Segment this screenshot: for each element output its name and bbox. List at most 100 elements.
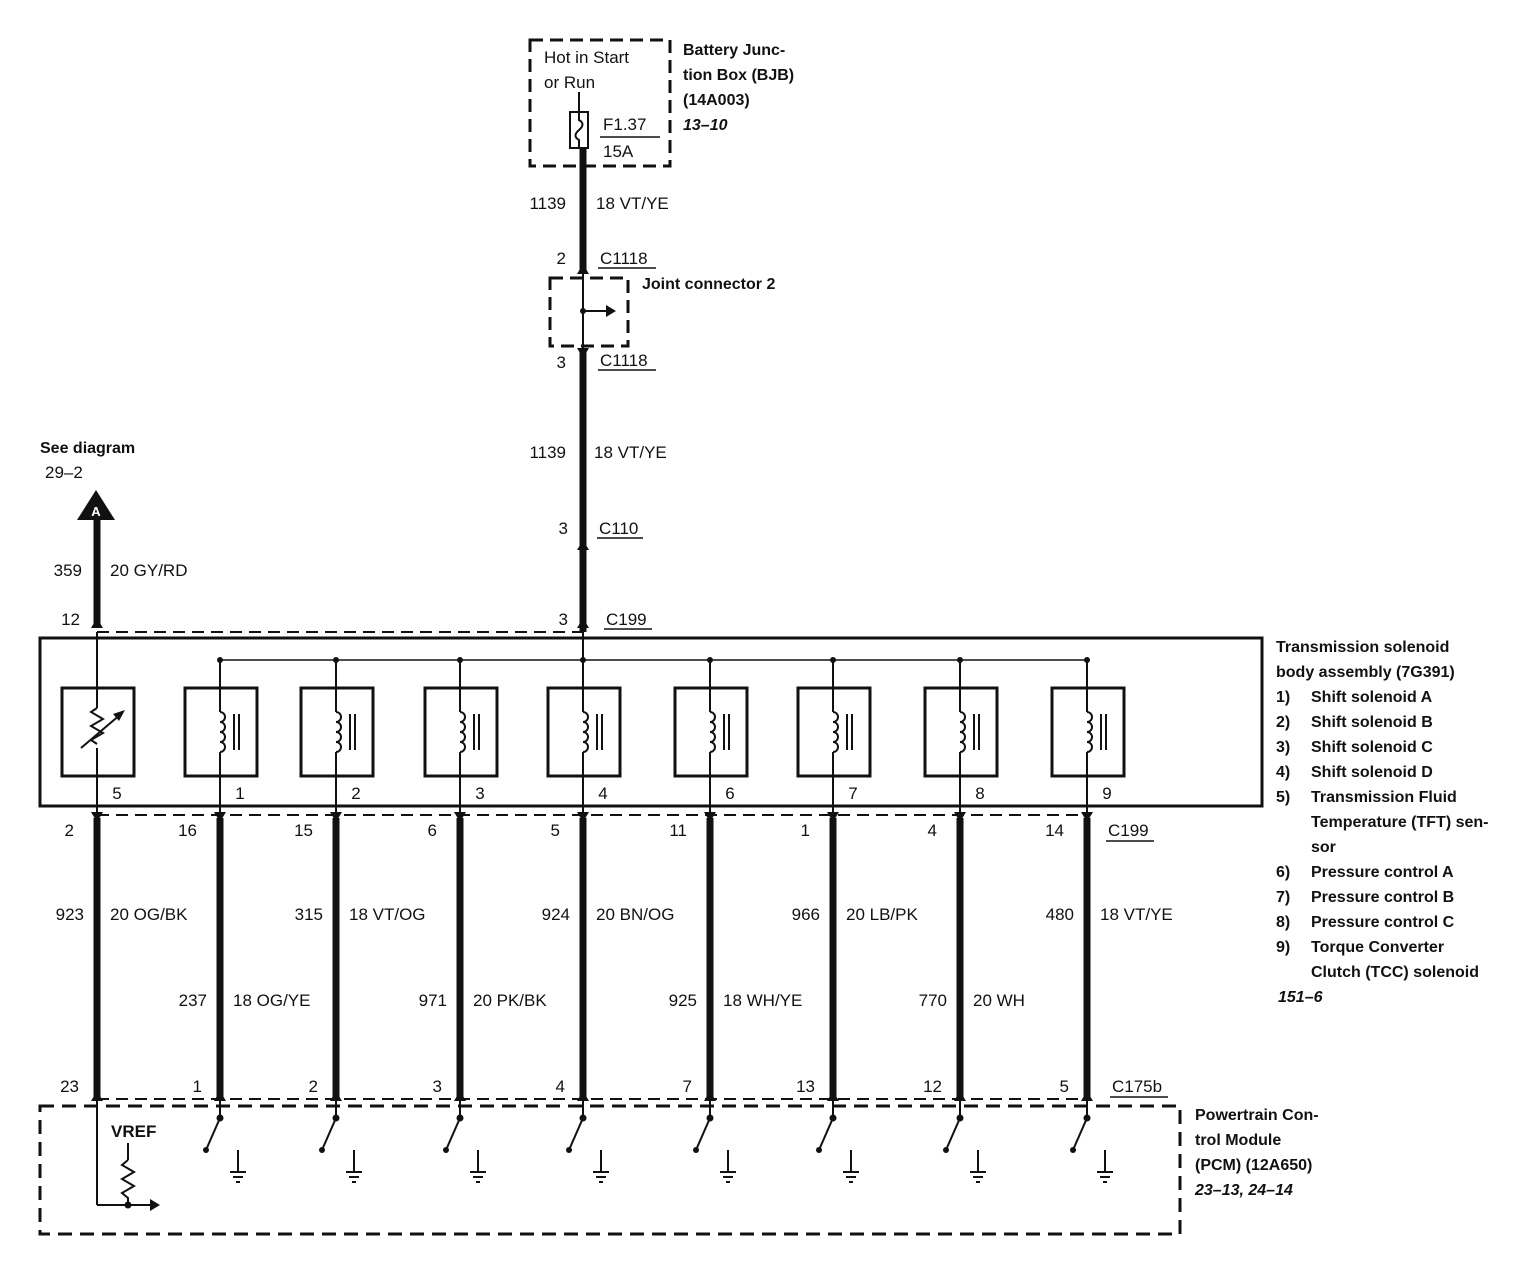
pcm-switch-icon [818, 1117, 834, 1151]
pcm-module: VREF Powertrain Con- trol Module (PCM) (… [38, 1104, 1319, 1236]
pcm-switch-icon [945, 1117, 961, 1151]
c199-pin: 16 [178, 821, 197, 840]
c199-pin: 15 [294, 821, 313, 840]
feed-upper-circuit: 1139 [529, 194, 566, 213]
wire-color: 20 BN/OG [596, 905, 674, 924]
legend-item-number: 1) [1276, 689, 1290, 706]
c199-pin: 1 [801, 821, 810, 840]
c110-label: C110 [599, 519, 638, 538]
bjb-title-line2: tion Box (BJB) [683, 67, 794, 84]
tft-feed-circuit: 359 [54, 561, 82, 580]
vref-resistor-icon [97, 1143, 160, 1211]
vref-label: VREF [111, 1122, 156, 1141]
c199-pin: 14 [1045, 821, 1064, 840]
battery-junction-box: Hot in Start or Run F1.37 15A Battery Ju… [528, 38, 794, 168]
wire-color: 20 WH [973, 991, 1025, 1010]
pcm-switch-icon [321, 1117, 337, 1151]
solenoid-coil-icon [582, 711, 589, 753]
pcm-switch-icon [695, 1117, 711, 1151]
joint-connector-2 [548, 276, 630, 348]
c199-bottom-connector: C199 [97, 814, 1154, 842]
solenoid-coil-icon [959, 711, 966, 753]
c175b-pin: 2 [309, 1077, 318, 1096]
solenoid-body-title-line2: body assembly (7G391) [1276, 664, 1455, 681]
c1118-top-pin: 2 [557, 249, 566, 268]
c175b-pin: 13 [796, 1077, 815, 1096]
tft-feed-wire: 20 GY/RD [110, 561, 187, 580]
component-number: 3 [475, 784, 484, 803]
c110-pin: 3 [559, 519, 568, 538]
fuse-icon [569, 111, 589, 149]
component-number: 9 [1102, 784, 1111, 803]
c1118-bottom: C1118 [600, 351, 648, 370]
c199-top-right-pin: 3 [559, 610, 568, 629]
c199-pin: 6 [428, 821, 437, 840]
solenoid-coil-icon [459, 711, 466, 753]
wire-color: 20 PK/BK [473, 991, 547, 1010]
pcm-switch-icon [568, 1117, 584, 1151]
wire-color: 18 VT/OG [349, 905, 426, 924]
circuit-number: 971 [419, 991, 447, 1010]
circuit-number: 480 [1046, 905, 1074, 924]
legend-item-number: 7) [1276, 889, 1290, 906]
circuit-number: 925 [669, 991, 697, 1010]
c175b-pin: 23 [60, 1077, 79, 1096]
solenoid-coil-icon [709, 711, 716, 753]
legend-item-text: Pressure control C [1311, 914, 1455, 931]
solenoid-legend: Transmission solenoid body assembly (7G3… [1276, 639, 1489, 1006]
legend-item-number: 6) [1276, 864, 1290, 881]
legend-item-text: Shift solenoid C [1311, 739, 1433, 756]
pcm-switch-icon [1072, 1117, 1088, 1151]
circuit-number: 770 [919, 991, 947, 1010]
bjb-note-line2: or Run [544, 73, 595, 92]
wire-color: 18 OG/YE [233, 991, 310, 1010]
bjb-ref: 13–10 [683, 117, 728, 134]
c199-pin: 11 [669, 821, 687, 840]
feed-wire: 1139 18 VT/YE 2 C1118 Joint connector 2 … [529, 148, 775, 632]
legend-item-text: Shift solenoid D [1311, 764, 1433, 781]
pcm-ref: 23–13, 24–14 [1194, 1182, 1293, 1199]
component-number: 2 [351, 784, 360, 803]
bjb-note-line1: Hot in Start [544, 48, 629, 67]
legend-item-text: Clutch (TCC) solenoid [1311, 964, 1479, 981]
c175b-pin: 1 [193, 1077, 202, 1096]
solenoid-coil-icon [832, 711, 839, 753]
legend-item-text: Temperature (TFT) sen- [1311, 814, 1489, 831]
joint-connector-label: Joint connector 2 [642, 276, 775, 293]
component-number: 5 [112, 784, 121, 803]
c175b-pin: 3 [433, 1077, 442, 1096]
bjb-title-line1: Battery Junc- [683, 42, 785, 59]
c1118-top: C1118 [600, 249, 648, 268]
pcm-title-line3: (PCM) (12A650) [1195, 1157, 1312, 1174]
circuit-number: 315 [295, 905, 323, 924]
wire-color: 20 LB/PK [846, 905, 918, 924]
legend-item-number: 9) [1276, 939, 1290, 956]
pcm-title-line2: trol Module [1195, 1132, 1281, 1149]
circuit-number: 966 [792, 905, 820, 924]
legend-item-text: Pressure control B [1311, 889, 1454, 906]
component-number: 8 [975, 784, 984, 803]
see-diagram-line2: 29–2 [45, 463, 83, 482]
c199-bottom-label: C199 [1108, 821, 1149, 840]
legend-item-text: Pressure control A [1311, 864, 1454, 881]
circuit-number: 923 [56, 905, 84, 924]
component-number: 4 [598, 784, 607, 803]
solenoid-coil-icon [219, 711, 226, 753]
c199-pin: 5 [551, 821, 560, 840]
legend-item-text: Shift solenoid B [1311, 714, 1433, 731]
legend-item-text: Shift solenoid A [1311, 689, 1433, 706]
solenoid-body-title-line1: Transmission solenoid [1276, 639, 1449, 656]
c175b-pin: 7 [683, 1077, 692, 1096]
wire-color: 18 VT/YE [1100, 905, 1173, 924]
fuse-rating: 15A [603, 142, 634, 161]
legend-item-number: 4) [1276, 764, 1290, 781]
pcm-title-line1: Powertrain Con- [1195, 1107, 1319, 1124]
solenoid-coil-icon [1086, 711, 1093, 753]
c175b-pin: 5 [1060, 1077, 1069, 1096]
fuse-id: F1.37 [603, 115, 646, 134]
solenoid-coil-icon [335, 711, 342, 753]
legend-item-text: sor [1311, 839, 1336, 856]
feed-lower-wire: 18 VT/YE [594, 443, 667, 462]
c175b-connector: C175b [97, 1077, 1168, 1100]
